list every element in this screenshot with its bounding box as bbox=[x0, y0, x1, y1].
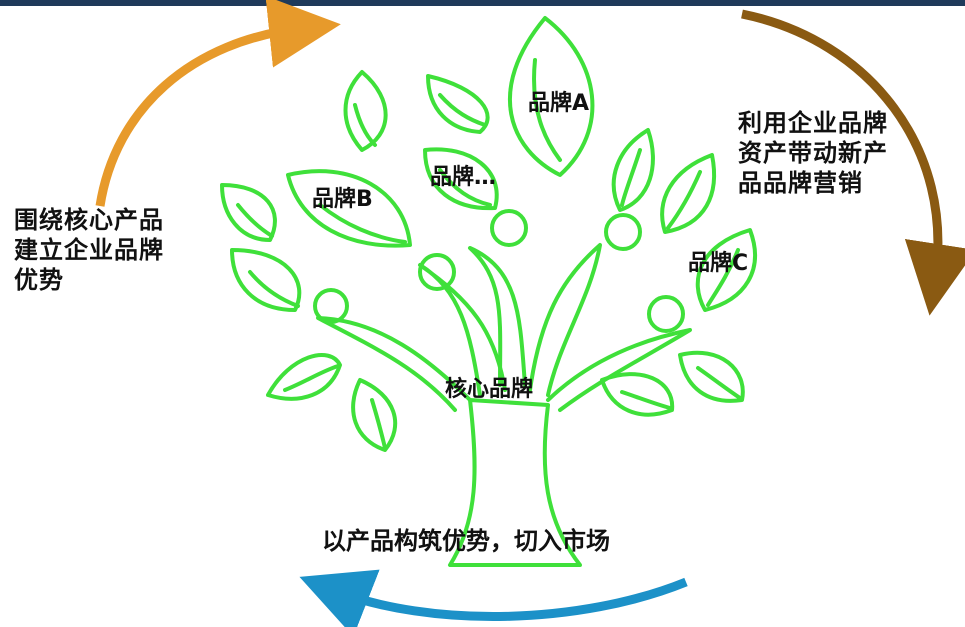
leaf-top-left-1 bbox=[343, 70, 388, 152]
leaf-left-1 bbox=[220, 183, 277, 242]
arrow-bottom-icon bbox=[299, 569, 688, 627]
leaf-brand-more bbox=[423, 147, 499, 211]
leaf-right-1 bbox=[660, 153, 717, 234]
brand-c-label: 品牌C bbox=[688, 251, 749, 276]
leaf-brand-a bbox=[507, 16, 595, 177]
head-2 bbox=[418, 253, 456, 291]
head-3 bbox=[490, 209, 528, 247]
leaf-left-4 bbox=[351, 378, 398, 452]
leaf-brand-b bbox=[286, 169, 412, 248]
arrow-right-icon bbox=[741, 9, 965, 316]
head-4 bbox=[604, 213, 642, 251]
brand-a-label: 品牌A bbox=[528, 91, 590, 116]
leaf-top-right bbox=[611, 128, 655, 212]
left-side-text: 围绕核心产品 建立企业品牌 优势 bbox=[14, 206, 164, 294]
branch-right bbox=[546, 328, 692, 412]
brand-more-label: 品牌… bbox=[430, 165, 497, 190]
head-5 bbox=[647, 295, 685, 333]
right-side-text: 利用企业品牌 资产带动新产 品品牌营销 bbox=[738, 109, 888, 197]
leaf-right-3 bbox=[678, 350, 745, 403]
leaf-top-left-2 bbox=[426, 74, 490, 134]
leaf-left-2 bbox=[230, 248, 302, 312]
leaf-brand-c bbox=[695, 228, 757, 312]
bottom-text: 以产品构筑优势，切入市场 bbox=[322, 527, 610, 555]
core-brand-label: 核心品牌 bbox=[445, 377, 534, 402]
leaf-right-2 bbox=[600, 372, 675, 417]
arrow-top-left-icon bbox=[95, 0, 341, 207]
top-bar bbox=[0, 0, 965, 6]
head-1 bbox=[313, 288, 349, 324]
tree-trunk bbox=[448, 398, 582, 567]
brand-b-label: 品牌B bbox=[312, 187, 373, 212]
branch-mid-right bbox=[528, 243, 602, 397]
branch-center bbox=[468, 246, 527, 387]
tree-outline bbox=[220, 16, 757, 567]
leaf-left-3 bbox=[266, 353, 342, 401]
